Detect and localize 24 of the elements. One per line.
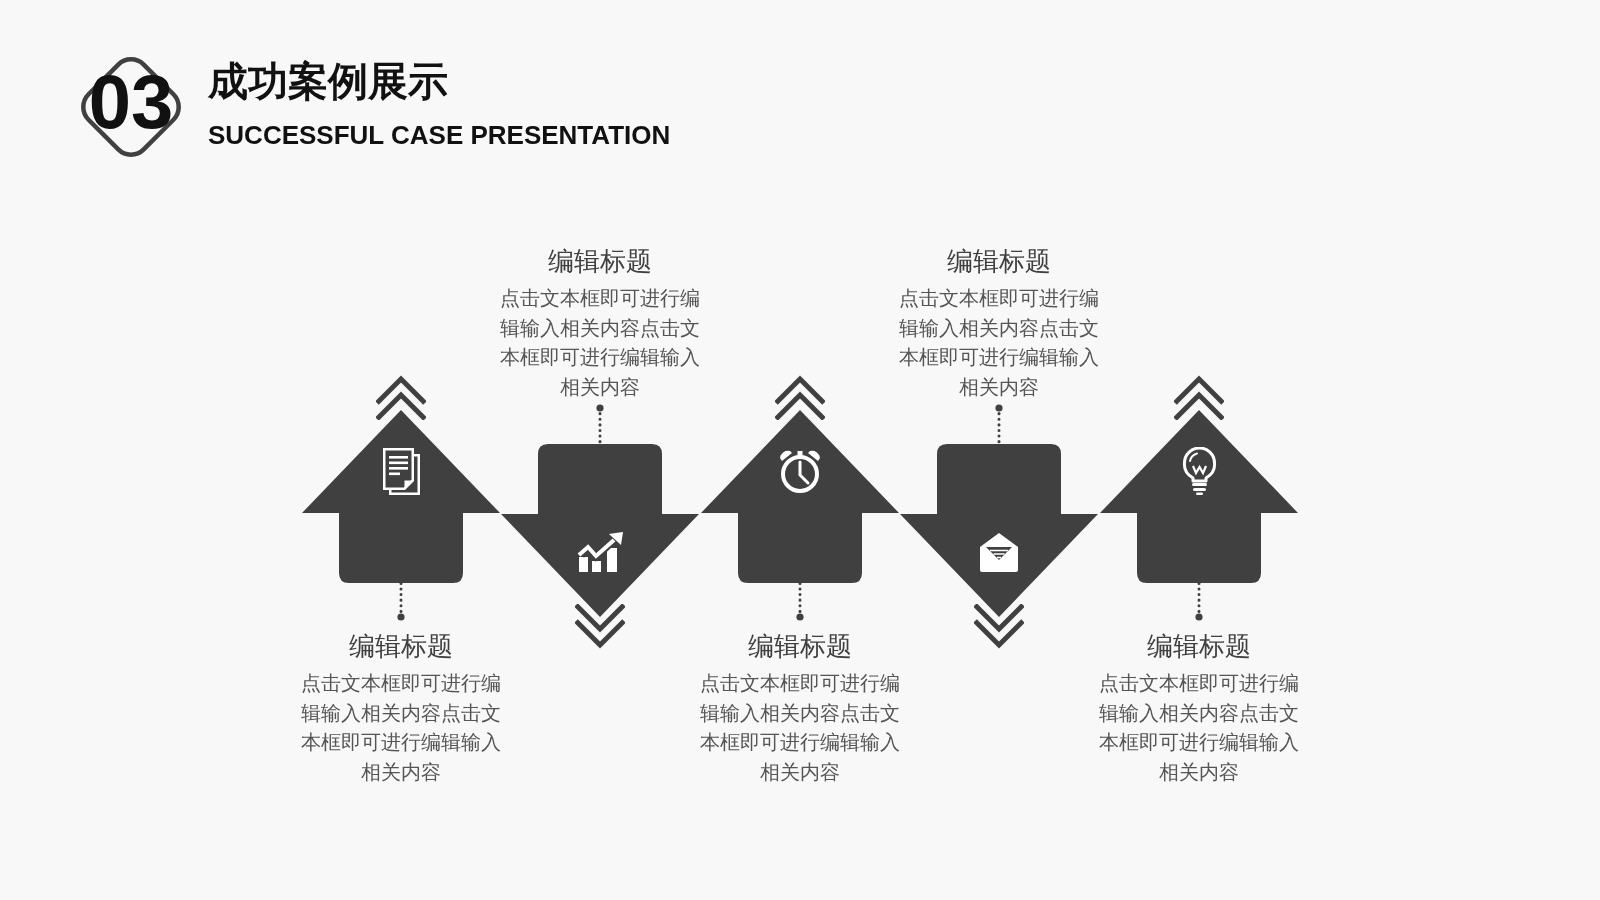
description: 点击文本框即可进行编辑输入相关内容点击文本框即可进行编辑输入相关内容 <box>898 285 1100 401</box>
subtitle: SUCCESSFUL CASE PRESENTATION <box>208 119 671 150</box>
leader-line <box>397 581 405 621</box>
down-arrow-shape <box>900 444 1098 617</box>
leader-line <box>596 404 604 446</box>
section-number: 03 <box>88 64 174 140</box>
heading: 编辑标题 <box>947 245 1051 278</box>
up-arrow-shape <box>701 410 899 583</box>
heading: 编辑标题 <box>548 245 652 278</box>
description: 点击文本框即可进行编辑输入相关内容点击文本框即可进行编辑输入相关内容 <box>699 670 901 786</box>
description: 点击文本框即可进行编辑输入相关内容点击文本框即可进行编辑输入相关内容 <box>300 670 502 786</box>
heading: 编辑标题 <box>748 630 852 663</box>
heading: 编辑标题 <box>349 630 453 663</box>
number-badge <box>80 54 182 160</box>
title: 成功案例展示 <box>208 59 448 103</box>
up-arrow-shape <box>1100 410 1298 583</box>
leader-line <box>995 404 1003 446</box>
description: 点击文本框即可进行编辑输入相关内容点击文本框即可进行编辑输入相关内容 <box>499 285 701 401</box>
down-arrow-shape <box>501 444 699 617</box>
heading: 编辑标题 <box>1147 630 1251 663</box>
leader-line <box>796 581 804 621</box>
description: 点击文本框即可进行编辑输入相关内容点击文本框即可进行编辑输入相关内容 <box>1098 670 1300 786</box>
up-arrow-shape <box>302 410 500 583</box>
leader-line <box>1195 581 1203 621</box>
